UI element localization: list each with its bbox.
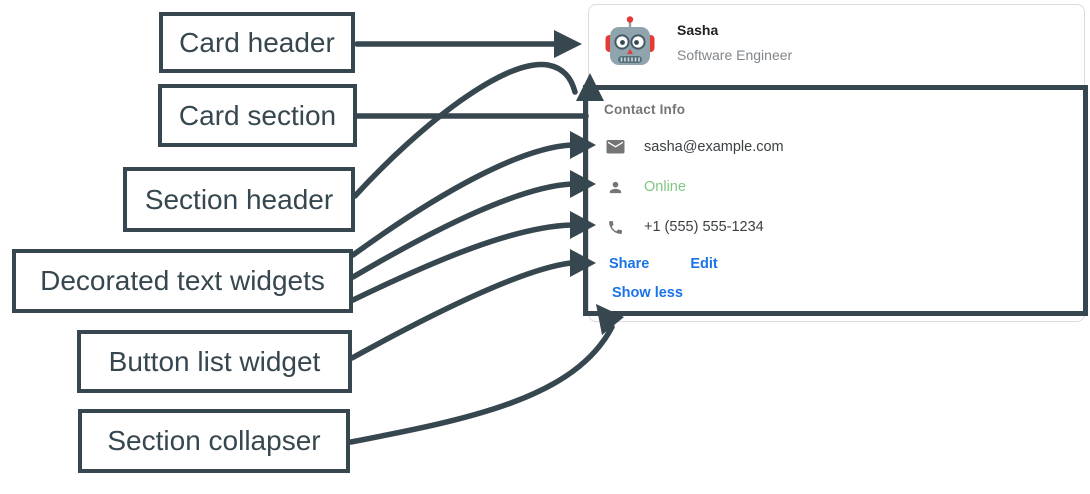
decorated-text-phone: +1 (555) 555-1234 <box>605 216 764 238</box>
arrow-decorated-status <box>350 181 574 280</box>
arrow-decorated-phone <box>350 222 574 303</box>
email-text: sasha@example.com <box>644 139 784 155</box>
card-header-text: Sasha Software Engineer <box>677 20 792 63</box>
arrowhead-card-header <box>554 30 582 58</box>
card-title: Sasha <box>677 21 719 38</box>
card-header: Sasha Software Engineer <box>605 15 792 67</box>
contact-card: Sasha Software Engineer Contact Info sas… <box>588 4 1085 322</box>
phone-text: +1 (555) 555-1234 <box>644 219 764 235</box>
show-less-button[interactable]: Show less <box>612 285 683 301</box>
label-text: Card section <box>178 99 337 131</box>
decorated-text-email: sasha@example.com <box>605 136 784 158</box>
arrow-section-header <box>352 61 578 199</box>
label-decorated-text-widgets: Decorated text widgets <box>12 249 353 313</box>
label-text: Section collapser <box>107 425 321 456</box>
section-header-text: Contact Info <box>604 102 686 117</box>
label-card-section: Card section <box>158 84 357 147</box>
label-text: Card header <box>179 26 335 58</box>
label-section-header: Section header <box>123 167 355 232</box>
arrow-decorated-email <box>350 142 574 258</box>
label-text: Section header <box>144 183 334 215</box>
edit-button[interactable]: Edit <box>690 256 718 272</box>
card-subtitle: Software Engineer <box>677 46 793 63</box>
label-section-collapser: Section collapser <box>78 409 350 473</box>
label-text: Decorated text widgets <box>40 265 325 296</box>
status-text: Online <box>644 179 686 195</box>
phone-icon <box>605 219 625 236</box>
label-button-list-widget: Button list widget <box>77 330 352 393</box>
person-icon <box>605 179 625 196</box>
robot-avatar-icon <box>605 16 655 65</box>
share-button[interactable]: Share <box>609 256 650 272</box>
decorated-text-status: Online <box>605 176 686 198</box>
button-list: Share Edit <box>609 256 718 272</box>
mail-icon <box>605 139 625 155</box>
label-text: Button list widget <box>108 345 321 377</box>
arrow-button-list <box>349 260 574 361</box>
arrow-section-collapser <box>348 324 615 445</box>
label-card-header: Card header <box>159 12 355 73</box>
